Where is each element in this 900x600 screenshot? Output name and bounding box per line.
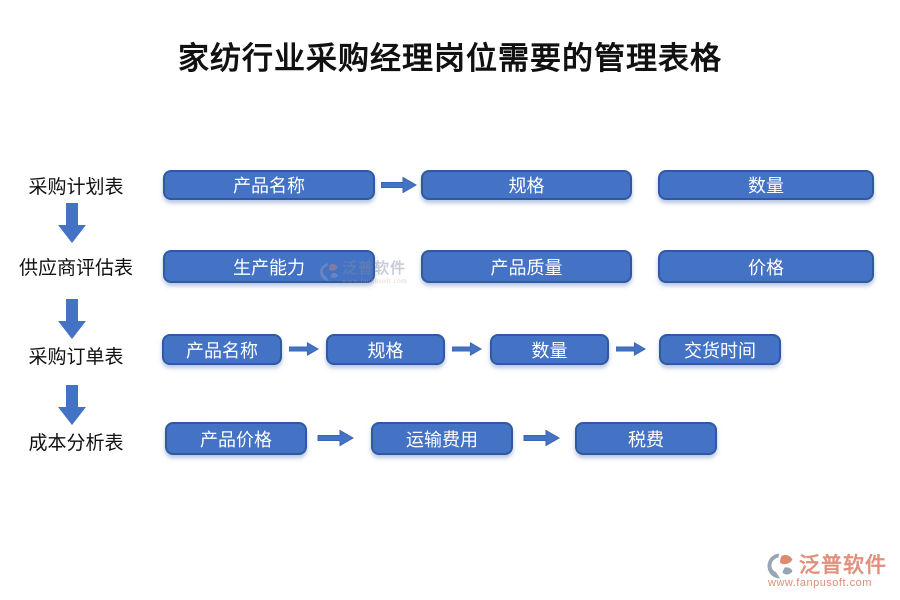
field-box: 产品名称 bbox=[163, 170, 375, 200]
right-arrow-icon bbox=[616, 342, 646, 356]
down-arrow-icon bbox=[58, 203, 86, 243]
field-box: 产品价格 bbox=[165, 422, 307, 455]
brand-url: www.fanpusoft.com bbox=[768, 577, 872, 589]
field-box: 数量 bbox=[490, 334, 609, 365]
field-box: 税费 bbox=[575, 422, 717, 455]
field-box: 规格 bbox=[326, 334, 445, 365]
field-box: 交货时间 bbox=[659, 334, 781, 365]
field-box: 运输费用 bbox=[371, 422, 513, 455]
stage-label-supplier-evaluation: 供应商评估表 bbox=[18, 258, 133, 279]
field-box: 规格 bbox=[421, 170, 632, 200]
page-title: 家纺行业采购经理岗位需要的管理表格 bbox=[178, 41, 722, 76]
field-box: 生产能力 bbox=[163, 250, 375, 283]
right-arrow-icon bbox=[289, 342, 319, 356]
down-arrow-icon bbox=[58, 299, 86, 339]
field-box: 数量 bbox=[658, 170, 874, 200]
right-arrow-icon bbox=[317, 429, 355, 447]
stage-label-cost-analysis: 成本分析表 bbox=[28, 433, 124, 454]
right-arrow-icon bbox=[452, 342, 482, 356]
field-box: 产品名称 bbox=[162, 334, 282, 365]
fanpu-brand-mark: 泛普软件 www.fanpusoft.com bbox=[766, 549, 896, 594]
field-box: 产品质量 bbox=[421, 250, 632, 283]
down-arrow-icon bbox=[58, 385, 86, 425]
stage-label-purchase-order: 采购订单表 bbox=[28, 347, 124, 368]
field-box: 价格 bbox=[658, 250, 874, 283]
right-arrow-icon bbox=[381, 176, 417, 194]
brand-name: 泛普软件 bbox=[799, 553, 887, 577]
stage-label-purchase-plan: 采购计划表 bbox=[28, 177, 124, 198]
fanpu-logo-icon bbox=[767, 553, 793, 579]
right-arrow-icon bbox=[523, 429, 561, 447]
